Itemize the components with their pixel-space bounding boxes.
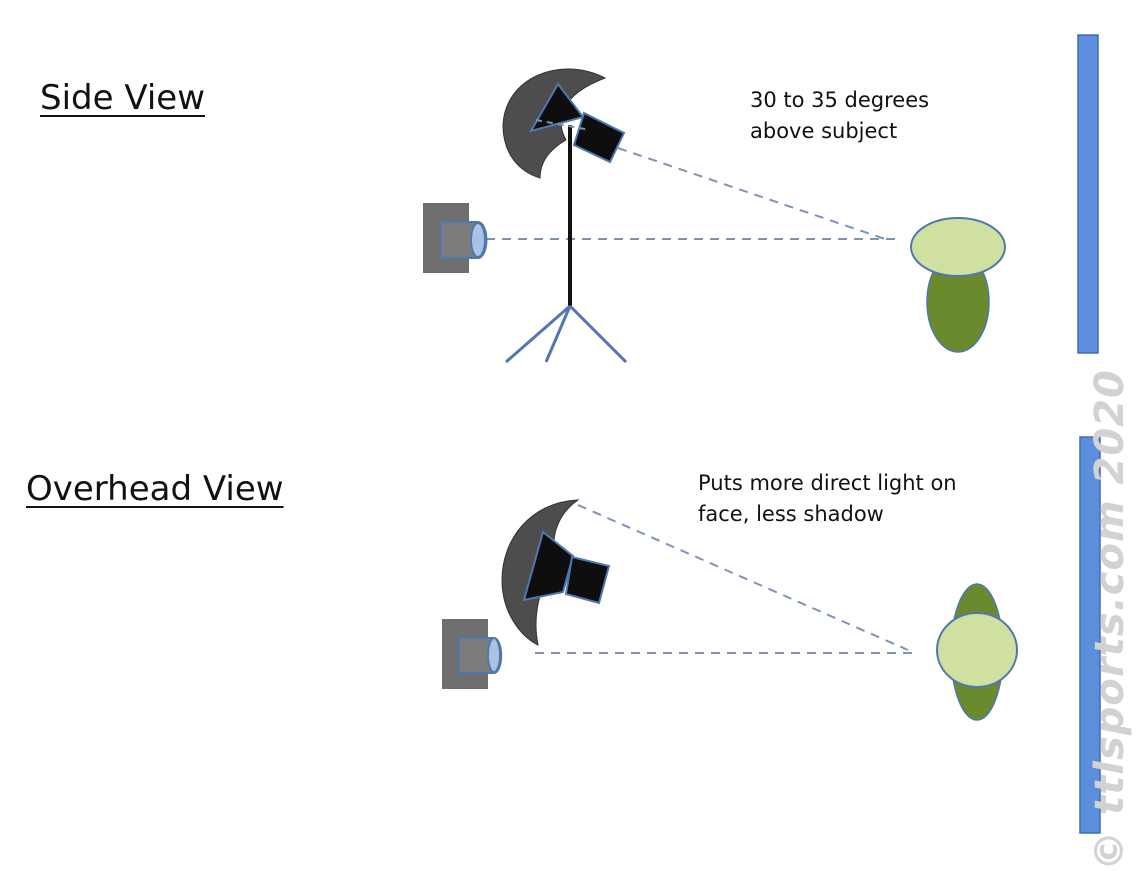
overhead-view-note: Puts more direct light on face, less sha… [698, 468, 957, 530]
overhead-view-title: Overhead View [26, 469, 284, 509]
backdrop-icon [1077, 34, 1099, 354]
side-view-note: 30 to 35 degrees above subject [750, 85, 929, 147]
strobe-head-icon [528, 82, 626, 164]
overhead-view-diagram [442, 436, 1101, 834]
light-path-line [617, 147, 889, 241]
side-view-note-line2: above subject [750, 119, 898, 143]
side-view-note-line1: 30 to 35 degrees [750, 88, 930, 112]
strobe-head-icon [522, 530, 611, 605]
overhead-view-note-line2: face, less shadow [698, 502, 884, 526]
copyright-watermark: © ttlsports.com 2020 [1087, 369, 1133, 871]
light-path-line [577, 504, 909, 651]
subject-icon [936, 583, 1018, 721]
camera-icon [423, 203, 488, 273]
backdrop-icon [1079, 436, 1101, 834]
side-view-title: Side View [40, 78, 206, 118]
subject-icon [910, 217, 1006, 353]
light-stand-icon [505, 125, 628, 364]
overhead-view-note-line1: Puts more direct light on [698, 471, 957, 495]
side-view-diagram [423, 34, 1099, 364]
camera-icon [442, 619, 503, 689]
